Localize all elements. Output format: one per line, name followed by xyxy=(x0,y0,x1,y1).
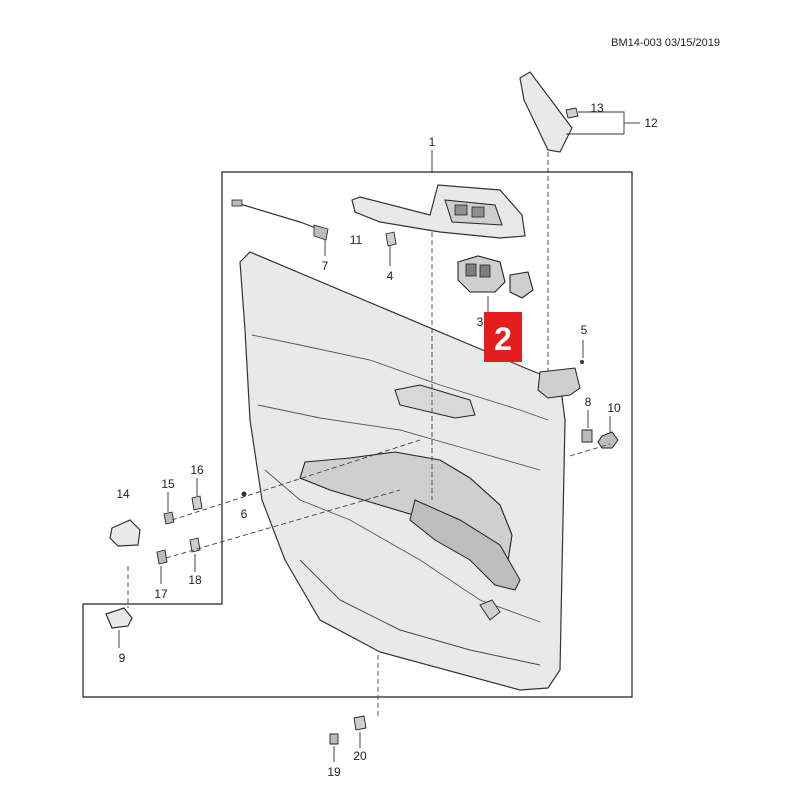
label-part-20: 20 xyxy=(353,749,367,763)
label-part-3: 3 xyxy=(477,315,484,329)
label-part-8: 8 xyxy=(585,395,592,409)
clip-part-16 xyxy=(191,495,203,511)
clip-part-6 xyxy=(241,491,247,497)
screw-part-8 xyxy=(581,429,593,443)
label-part-19: 19 xyxy=(327,765,341,779)
cable-with-connector xyxy=(231,199,329,241)
dashline-upper-left xyxy=(171,439,421,521)
label-part-1: 1 xyxy=(429,135,436,149)
assembly-frame xyxy=(82,171,633,698)
cap-part-14 xyxy=(109,519,141,547)
nut-part-10 xyxy=(597,431,619,449)
label-part-18: 18 xyxy=(188,573,202,587)
mirror-sail-cover xyxy=(519,71,579,153)
dashline-lower-left xyxy=(165,489,401,559)
label-part-5: 5 xyxy=(581,323,588,337)
switch-panel-housing xyxy=(351,184,526,239)
label-part-15: 15 xyxy=(161,477,175,491)
callout-badge-label: 2 xyxy=(494,321,512,357)
callout-badge xyxy=(484,312,522,362)
label-part-14: 14 xyxy=(116,487,130,501)
bracket-part-5 xyxy=(537,360,584,399)
label-part-7: 7 xyxy=(322,259,329,273)
screw-part-15 xyxy=(163,511,175,525)
label-part-11: 11 xyxy=(350,233,363,247)
dashline-nut xyxy=(569,443,611,457)
label-part-9: 9 xyxy=(119,651,126,665)
label-part-4: 4 xyxy=(387,269,394,283)
document-code: BM14-003 03/15/2019 xyxy=(611,37,720,49)
label-part-6: 6 xyxy=(241,507,248,521)
door-trim-panel xyxy=(239,251,566,691)
handle-part-9 xyxy=(105,607,133,629)
clip-part-18 xyxy=(189,537,201,553)
label-part-16: 16 xyxy=(190,463,204,477)
window-switch-assembly xyxy=(457,255,534,299)
clip-part-4 xyxy=(385,231,397,247)
label-part-17: 17 xyxy=(154,587,168,601)
clip-part-20 xyxy=(353,715,367,731)
label-part-10: 10 xyxy=(607,401,621,415)
label-part-12: 12 xyxy=(644,116,658,130)
label-part-13: 13 xyxy=(590,101,604,115)
screw-part-19 xyxy=(329,733,339,745)
screw-part-17 xyxy=(156,549,168,565)
